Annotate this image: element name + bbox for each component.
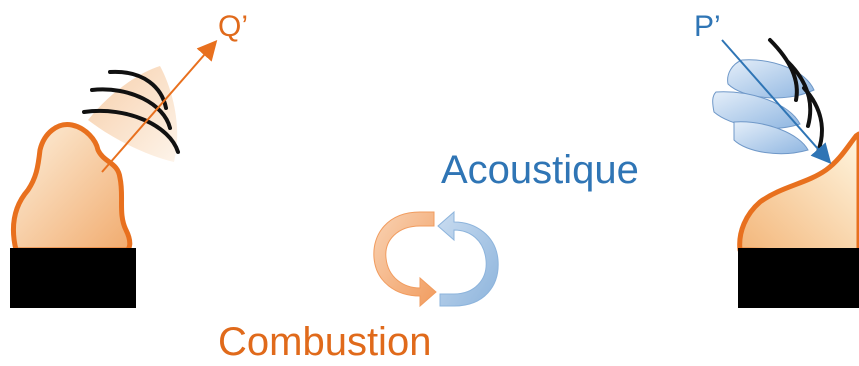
combustion-label: Combustion [218,320,432,364]
right-flame [737,131,859,255]
pressure-label: P’ [694,10,721,43]
pressure-arrow [721,39,832,165]
acoustic-wave-lens-3 [733,121,809,155]
acoustics-label: Acoustique [441,148,639,192]
heat-release-label: Q’ [218,10,248,43]
right-burner [738,248,859,308]
coupling-cycle [373,210,499,308]
heat-release-waves [82,66,180,162]
combustion-arrow [373,211,437,308]
heat-wave-2 [90,87,172,130]
acoustic-wave-1 [768,38,799,102]
heat-release-arrow [101,39,218,173]
right-flame-group [712,38,859,308]
left-burner [10,248,136,308]
heat-wave-3 [82,108,180,154]
acoustic-arrow [437,210,499,307]
left-flame-group [10,39,218,308]
left-flame [11,122,133,253]
heat-wave-1 [108,69,168,110]
acoustic-waves [712,38,824,155]
